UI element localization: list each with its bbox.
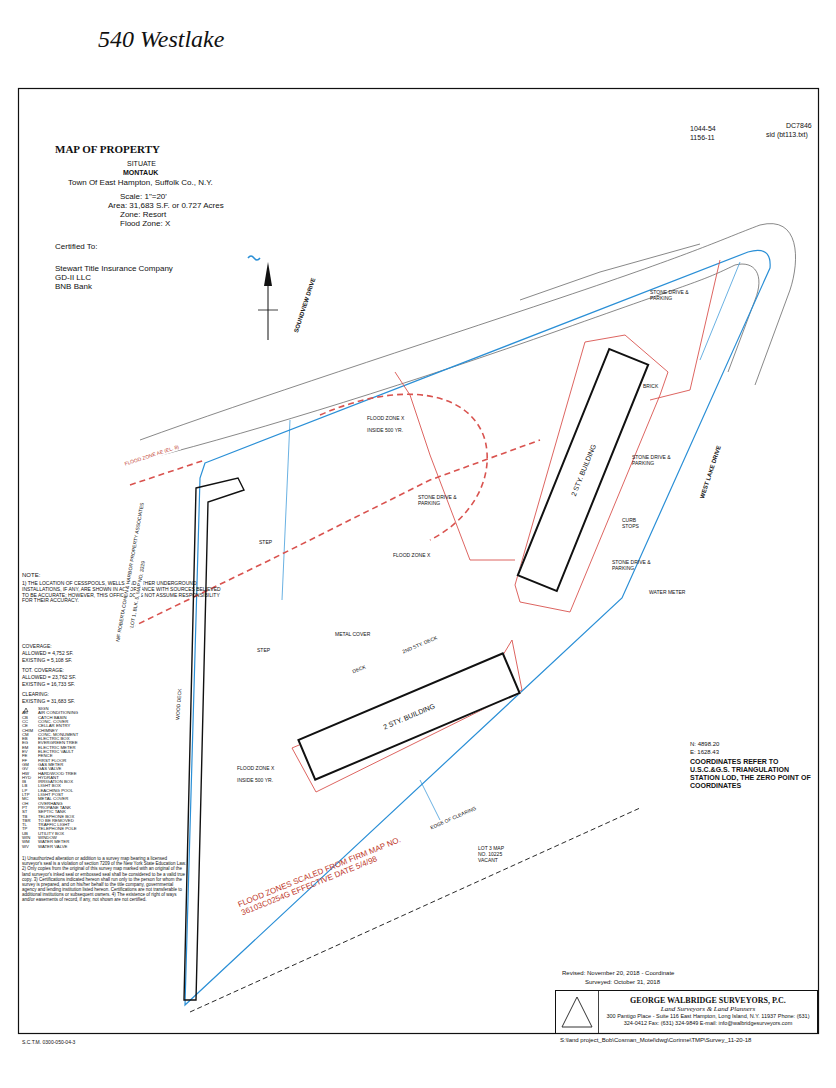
map-label: Area: 31,683 S.F. or 0.727 Acres bbox=[108, 201, 224, 210]
north-arrow bbox=[258, 262, 278, 340]
map-label: INSIDE 500 YR. bbox=[236, 778, 274, 784]
wood-deck-building bbox=[184, 478, 244, 1000]
map-label: Scale: 1"=20' bbox=[120, 192, 167, 201]
edge-of-pavement bbox=[150, 265, 735, 458]
map-label: Flood Zone: X bbox=[120, 219, 170, 228]
map-label: EDGE OF CLEARING bbox=[429, 805, 478, 831]
map-label: BRICK bbox=[642, 384, 659, 390]
map-label: STONE DRIVE & PARKING bbox=[612, 560, 652, 572]
map-label: STEP bbox=[256, 648, 271, 654]
water-symbol bbox=[248, 256, 260, 260]
flood-zone-boundary bbox=[130, 460, 205, 485]
map-label: LOT 3 MAP NO. 10225 VACANT bbox=[478, 846, 514, 863]
map-label: Revised: November 20, 2018 - Coordinate bbox=[562, 970, 674, 977]
map-label: FLOOD ZONE AE (EL. 8) bbox=[123, 444, 181, 468]
map-label: STONE DRIVE & PARKING bbox=[650, 290, 690, 302]
flood-zone-boundary bbox=[320, 394, 487, 540]
map-label: COORDINATES REFER TO U.S.C.&G.S. TRIANGU… bbox=[690, 758, 815, 790]
map-title: MAP OF PROPERTY bbox=[55, 143, 160, 156]
map-label: GD-II LLC bbox=[55, 273, 91, 282]
tie-line bbox=[700, 262, 740, 360]
property-line bbox=[185, 250, 770, 1005]
road-edge bbox=[755, 224, 796, 385]
sheet-frame bbox=[19, 89, 819, 1034]
firm-subtitle: Land Surveyors & Land Planners bbox=[661, 1005, 756, 1013]
map-label: DC7846 bbox=[786, 122, 812, 130]
map-label: WOOD DECK bbox=[175, 687, 183, 721]
map-label: Town Of East Hampton, Suffolk Co., N.Y. bbox=[68, 178, 213, 187]
map-label: Surveyed: October 31, 2018 bbox=[585, 979, 660, 986]
map-label: MONTAUK bbox=[123, 169, 158, 177]
map-label: CLEARING: bbox=[22, 692, 49, 698]
map-label: 1044-54 bbox=[690, 125, 716, 133]
firm-logo bbox=[562, 997, 592, 1027]
building-outline: 2 STY. BUILDING bbox=[297, 652, 521, 781]
key-entry: WV bbox=[22, 845, 29, 849]
stone-drive-outline bbox=[515, 335, 668, 612]
map-label: S:\land project_Bob\Cosman_Motel\dwg\Cor… bbox=[560, 1037, 751, 1044]
map-label: FLOOD ZONE X bbox=[366, 416, 405, 422]
map-label: sid (bt113.txt) bbox=[766, 131, 808, 139]
boundary bbox=[185, 250, 770, 1005]
title-block-divider bbox=[598, 991, 599, 1034]
stone-drive-outline bbox=[395, 372, 515, 560]
map-label: Certified To: bbox=[55, 242, 98, 251]
tie-line bbox=[282, 420, 290, 600]
map-label: BNB Bank bbox=[55, 282, 92, 291]
building-label: 2 STY. BUILDING bbox=[569, 443, 596, 497]
map-label: N: 4898.20 bbox=[690, 741, 719, 748]
edge-of-clearing-line bbox=[190, 808, 640, 1012]
map-label: ALLOWED = 4,752 SF. bbox=[22, 651, 73, 657]
title-block: GEORGE WALBRIDGE SURVEYORS, P.C.Land Sur… bbox=[600, 991, 816, 1032]
map-label: FLOOD ZONES SCALED FROM FIRM MAP NO. 361… bbox=[237, 835, 406, 918]
tie-line bbox=[420, 780, 440, 820]
map-label: DECK bbox=[351, 664, 368, 676]
map-label: STEP bbox=[258, 540, 273, 546]
firm-name: GEORGE WALBRIDGE SURVEYORS, P.C. bbox=[630, 996, 786, 1005]
road-edge bbox=[140, 225, 760, 440]
map-label: COVERAGE: bbox=[22, 644, 52, 650]
map-label: ALLOWED = 23,762 SF. bbox=[22, 675, 76, 681]
firm-address: 300 Pantigo Place - Suite 116 East Hampt… bbox=[604, 1013, 812, 1026]
map-label: SITUATE bbox=[127, 160, 156, 168]
map-label: TOT. COVERAGE: bbox=[22, 668, 64, 674]
key-entry: WATER VALVE bbox=[38, 845, 67, 849]
map-label: NOTE: bbox=[22, 572, 40, 579]
map-label: Stewart Title Insurance Company bbox=[55, 264, 173, 273]
stone-drive-outline bbox=[650, 260, 720, 400]
map-label: EXISTING = 5,108 SF. bbox=[22, 658, 72, 664]
map-label: FLOOD ZONE X bbox=[236, 766, 275, 772]
title-block-frame bbox=[556, 991, 818, 1034]
map-label: 1) Unauthorized alteration or addition t… bbox=[22, 856, 187, 903]
north-arrow-cross bbox=[258, 310, 278, 311]
map-label: WEST LAKE DRIVE bbox=[699, 444, 723, 501]
map-label: METAL COVER bbox=[334, 632, 371, 638]
map-label: S.C.T.M. 0300-050-04-3 bbox=[22, 1040, 75, 1046]
flood-zone-boundary bbox=[130, 440, 540, 628]
building-outline: 2 STY. BUILDING bbox=[517, 348, 650, 593]
map-label: Zone: Resort bbox=[120, 210, 166, 219]
map-label: 540 Westlake bbox=[98, 26, 224, 54]
map-label: 1156-11 bbox=[690, 134, 715, 142]
map-label: CURB STOPS bbox=[622, 518, 646, 530]
porch-outline bbox=[292, 640, 522, 792]
map-label: EXISTING = 16,733 SF. bbox=[22, 682, 75, 688]
map-label: EXISTING = 31,683 SF. bbox=[22, 699, 75, 705]
drive-outlines bbox=[292, 260, 720, 792]
map-label: STONE DRIVE & PARKING bbox=[418, 495, 458, 507]
map-label: 2ND STY. DECK bbox=[401, 635, 439, 656]
map-label: STONE DRIVE & PARKING bbox=[632, 455, 672, 467]
map-label: FLOOD ZONE X bbox=[392, 553, 431, 559]
map-label: SOUNDVIEW DRIVE bbox=[293, 276, 318, 334]
road-edges bbox=[140, 224, 796, 458]
map-label: E: 1628.43 bbox=[690, 749, 719, 756]
north-arrow-head bbox=[264, 262, 272, 286]
building-label: 2 STY. BUILDING bbox=[382, 702, 436, 730]
map-label: WATER METER bbox=[648, 590, 686, 596]
map-label: INSIDE 500 YR. bbox=[366, 428, 404, 434]
